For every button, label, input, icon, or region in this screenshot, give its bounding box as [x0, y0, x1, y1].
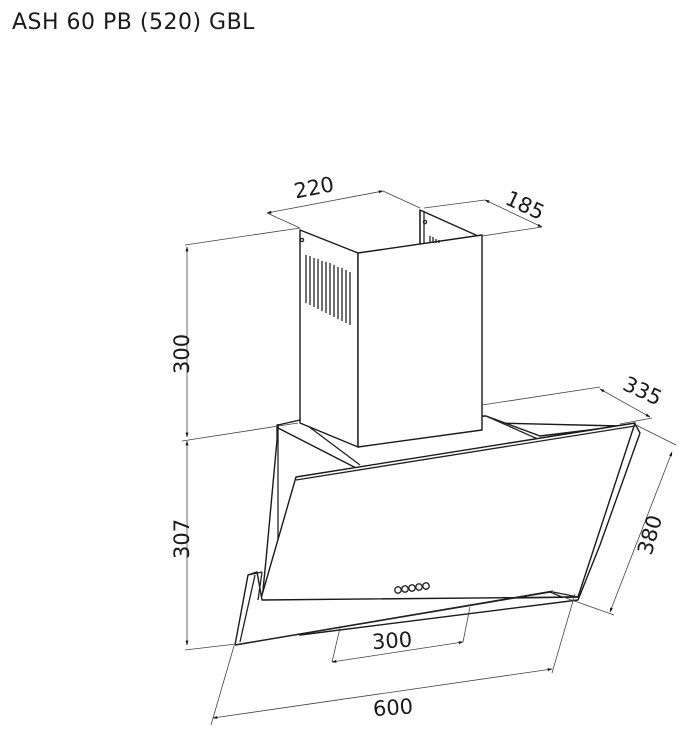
- dim-chimney-width: 220: [292, 172, 336, 203]
- button-icon: [401, 585, 409, 593]
- chimney: [299, 209, 483, 448]
- dim-chimney-height: 300: [170, 334, 194, 374]
- vent-slots-icon: [305, 255, 351, 325]
- dim-hood-height: 307: [170, 519, 194, 559]
- dim-glass-height: 380: [633, 512, 667, 557]
- vent-slots-back-icon: [429, 236, 440, 243]
- button-icon: [415, 583, 423, 591]
- button-icon: [408, 584, 416, 592]
- button-icon: [394, 586, 402, 594]
- dim-inner-width: 300: [371, 627, 413, 654]
- dimension-lines: [181, 190, 677, 726]
- hood-body: [234, 415, 641, 646]
- dim-hood-depth: 335: [619, 372, 665, 411]
- control-buttons: [394, 582, 430, 594]
- dim-total-width: 600: [372, 694, 414, 721]
- product-title: ASH 60 PB (520) GBL: [12, 10, 255, 35]
- button-icon: [422, 582, 430, 590]
